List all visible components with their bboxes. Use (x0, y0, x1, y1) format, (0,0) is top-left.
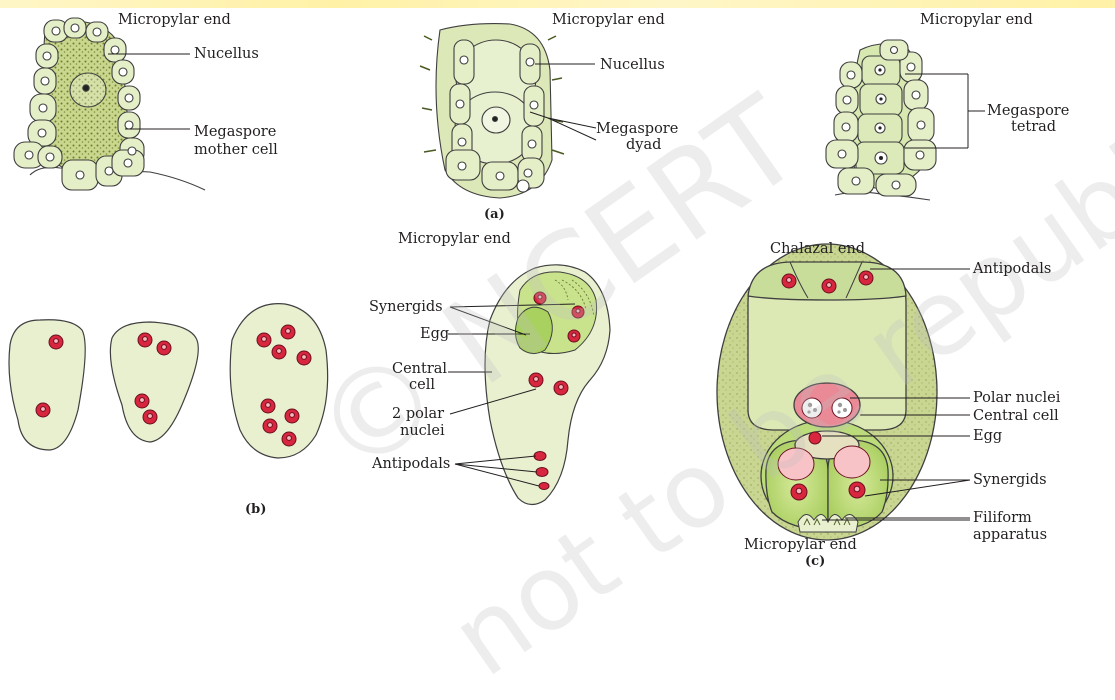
label-micropylar-end-a1: Micropylar end (118, 12, 231, 28)
caption-a: (a) (484, 207, 505, 223)
label-polar-nuclei-c: Polar nuclei (973, 390, 1060, 406)
label-central-cell-b2: cell (409, 377, 435, 393)
four-nucleate-sac (110, 322, 198, 442)
label-nucellus-a2: Nucellus (600, 57, 665, 73)
label-egg-b: Egg (420, 326, 449, 342)
label-megaspore-tetrad-1: Megaspore (987, 103, 1069, 119)
label-chalazal-end: Chalazal end (770, 241, 865, 257)
label-megaspore-tetrad-2: tetrad (1011, 119, 1056, 135)
label-synergids-c: Synergids (973, 472, 1047, 488)
label-antipodals-b: Antipodals (372, 456, 450, 472)
embryo-sac-diagram (0, 0, 1115, 570)
label-egg-c: Egg (973, 428, 1002, 444)
label-micropylar-end-a2: Micropylar end (552, 12, 665, 28)
two-nucleate-sac (9, 320, 85, 450)
label-antipodals-c: Antipodals (973, 261, 1051, 277)
label-polar-nuclei-b2: nuclei (400, 423, 445, 439)
label-filiform-2: apparatus (973, 527, 1047, 543)
megaspore-dyad-figure (420, 24, 564, 198)
megaspore-mother-cell-figure (14, 18, 205, 190)
label-megaspore-mother-cell-1: Megaspore (194, 124, 276, 140)
label-megaspore-mother-cell-2: mother cell (194, 142, 278, 158)
caption-b: (b) (245, 502, 266, 518)
label-central-cell-b1: Central (392, 361, 447, 377)
megaspore-tetrad-figure (826, 40, 936, 200)
eight-nucleate-sac (230, 304, 327, 458)
label-micropylar-end-a3: Micropylar end (920, 12, 1033, 28)
caption-c: (c) (805, 554, 825, 570)
label-nucellus-a1: Nucellus (194, 46, 259, 62)
label-polar-nuclei-b1: 2 polar (392, 406, 444, 422)
label-filiform-1: Filiform (973, 510, 1032, 526)
label-megaspore-dyad-2: dyad (626, 137, 661, 153)
label-micropylar-end-b: Micropylar end (398, 231, 511, 247)
label-micropylar-end-c: Micropylar end (744, 537, 857, 553)
label-megaspore-dyad-1: Megaspore (596, 121, 678, 137)
label-central-cell-c: Central cell (973, 408, 1059, 424)
label-synergids-b: Synergids (369, 299, 443, 315)
